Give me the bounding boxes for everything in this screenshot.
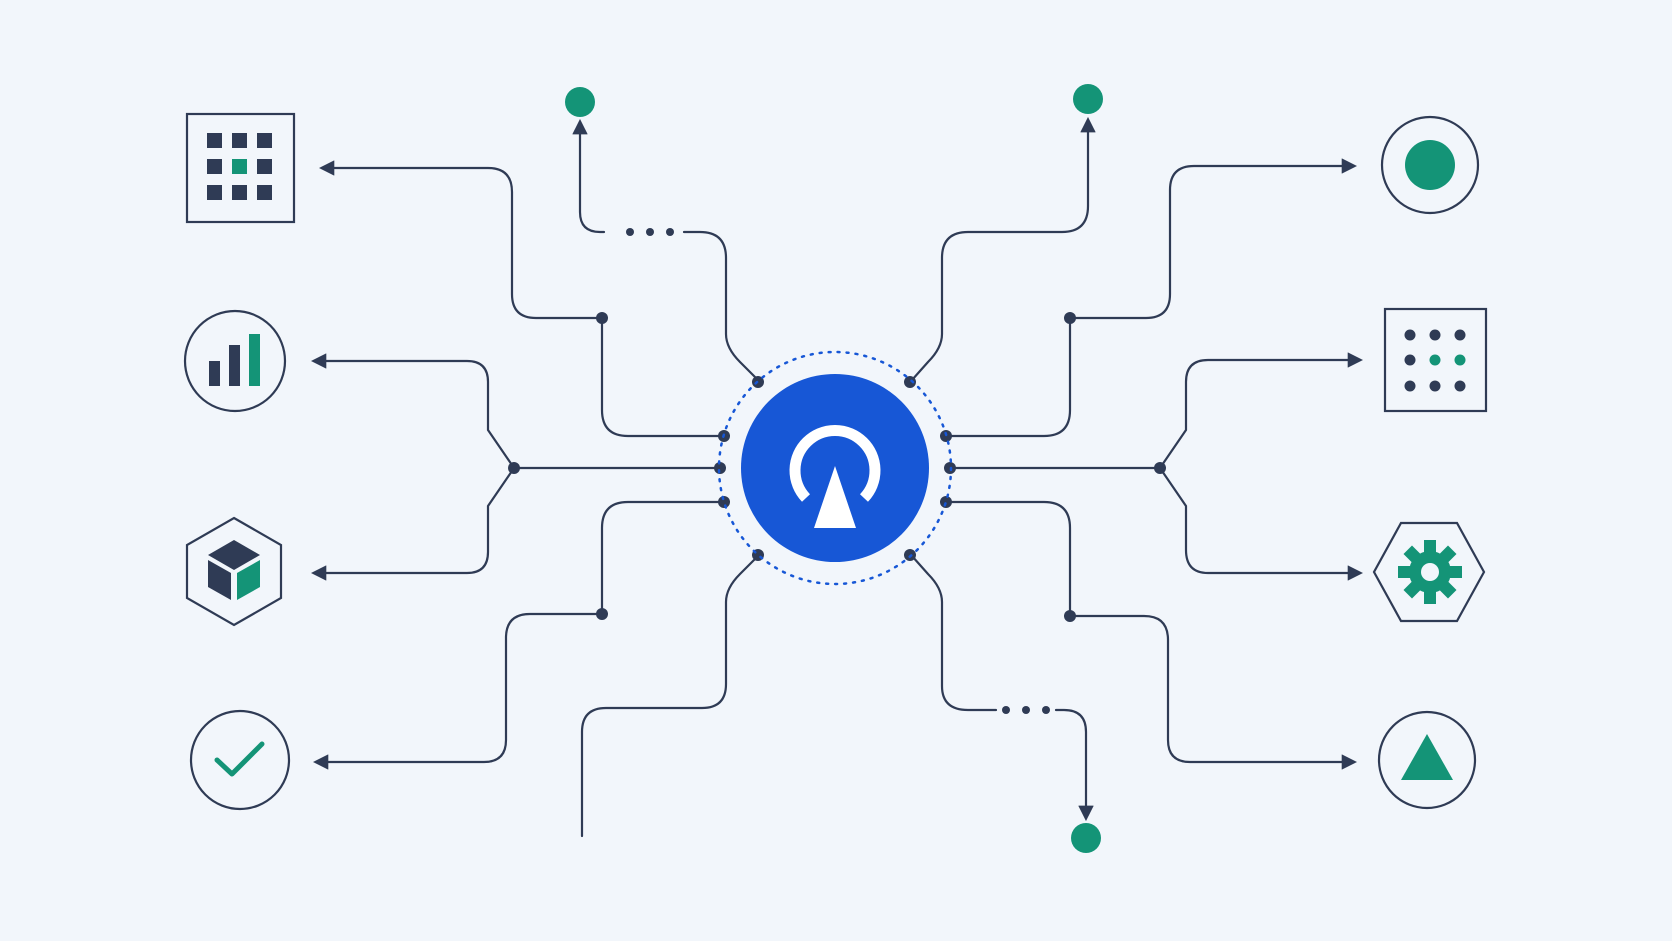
node-record-dot[interactable]	[1380, 115, 1480, 215]
gauge-arrow-icon	[789, 424, 881, 528]
port-dot	[718, 496, 730, 508]
node-gear[interactable]	[1372, 521, 1486, 623]
bar-chart-icon	[209, 334, 260, 386]
node-bar-chart[interactable]	[183, 309, 287, 413]
connectors	[310, 116, 1364, 838]
junction-dot	[1064, 610, 1076, 622]
node-checkmark[interactable]	[189, 709, 291, 811]
top-left-terminal	[565, 87, 595, 117]
connector-to-bar-chart	[310, 353, 726, 470]
ellipsis-top-left	[626, 228, 674, 236]
junction-dot	[508, 462, 520, 474]
hub-dotted-ring	[717, 350, 953, 586]
ellipsis-bottom-right	[1002, 706, 1050, 714]
connector-to-grid-app	[318, 160, 726, 438]
central-hub[interactable]	[717, 350, 953, 586]
record-dot-icon	[1405, 140, 1455, 190]
connector-to-record-dot	[944, 158, 1358, 438]
connector-to-cube	[310, 466, 516, 581]
gear-icon	[1398, 540, 1462, 604]
junction-dot	[1154, 462, 1166, 474]
triangle-icon	[1401, 734, 1453, 780]
connector-to-gear	[1158, 466, 1364, 581]
grid-app-icon	[207, 133, 272, 200]
port-dot	[714, 462, 726, 474]
connector-to-triangle	[944, 500, 1358, 770]
top-right-terminal	[1073, 84, 1103, 114]
connector-to-dot-grid	[944, 352, 1364, 470]
port-dot	[940, 496, 952, 508]
port-dot	[904, 376, 916, 388]
connector-to-checkmark	[312, 500, 726, 770]
junction-dot	[596, 312, 608, 324]
junction-dot	[1064, 312, 1076, 324]
connector-to-bottom-terminal	[910, 554, 1086, 818]
node-cube[interactable]	[185, 516, 283, 627]
checkmark-icon	[214, 741, 265, 777]
node-grid-app[interactable]	[185, 112, 296, 224]
connector-to-top-left-terminal	[580, 122, 760, 382]
cube-icon	[208, 540, 260, 600]
connector-bottom-left-open	[580, 554, 760, 838]
bottom-terminal	[1071, 823, 1101, 853]
junction-dots	[508, 312, 1166, 622]
node-dot-grid[interactable]	[1383, 307, 1488, 413]
node-triangle[interactable]	[1377, 710, 1477, 810]
dot-grid-icon	[1404, 329, 1466, 392]
connector-to-top-right-terminal	[910, 116, 1096, 382]
junction-dot	[596, 608, 608, 620]
